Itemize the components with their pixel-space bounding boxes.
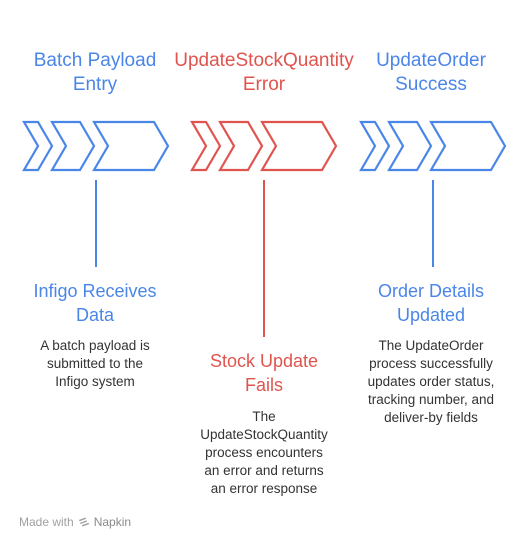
footer-attribution: Made with Napkin	[19, 515, 131, 529]
stage-3-title: UpdateOrder Success	[336, 49, 526, 97]
stage-1-heading-line2: Data	[75, 305, 115, 325]
stage-3-desc-line: updates order status,	[367, 374, 495, 389]
stage-2-desc-line: an error and returns	[204, 463, 324, 478]
stage-2-desc-line: UpdateStockQuantity	[200, 427, 328, 442]
stage-2-desc-line: process encounters	[205, 445, 323, 460]
stage-1-title-line2: Entry	[72, 74, 118, 95]
stage-2-chevron-arrows-icon	[190, 120, 338, 172]
stage-3-desc-line: deliver-by fields	[384, 410, 478, 425]
stage-2-desc-line: The	[252, 409, 276, 424]
stage-3-heading-line1: Order Details	[377, 281, 485, 301]
stage-1-desc-line: submitted to the	[46, 356, 144, 371]
stage-3-description: The UpdateOrder process successfully upd…	[336, 337, 526, 427]
stage-3-desc-line: The UpdateOrder	[378, 338, 484, 353]
stage-1-title-line1: Batch Payload	[33, 50, 157, 71]
stage-2-heading-line2: Fails	[244, 375, 283, 395]
footer-made-with: Made with	[19, 515, 74, 529]
stage-1-connector	[95, 180, 97, 267]
stage-2-connector	[263, 180, 265, 337]
stage-2-heading: Stock Update Fails	[164, 349, 364, 397]
stage-2-title: UpdateStockQuantity Error	[164, 49, 364, 97]
stage-3-connector	[432, 180, 434, 267]
napkin-logo-icon	[78, 517, 89, 527]
stage-2-description: The UpdateStockQuantity process encounte…	[164, 408, 364, 498]
stage-1-desc-line: Infigo system	[55, 374, 135, 389]
stage-2-title-line2: Error	[242, 74, 286, 95]
stage-3-chevron-arrows-icon	[359, 120, 507, 172]
stage-3-title-line2: Success	[395, 74, 467, 95]
stage-3-heading-line2: Updated	[396, 305, 466, 325]
stage-3-desc-line: tracking number, and	[367, 392, 495, 407]
stage-1-description: A batch payload is submitted to the Infi…	[0, 337, 190, 391]
stage-3-heading: Order Details Updated	[336, 279, 526, 327]
stage-1-desc-line: A batch payload is	[40, 338, 150, 353]
stage-2-title-line1: UpdateStockQuantity	[174, 50, 354, 71]
stage-3-desc-line: process successfully	[369, 356, 493, 371]
stage-2-desc-line: an error response	[210, 481, 318, 496]
stage-1-title: Batch Payload Entry	[0, 49, 190, 97]
stage-1-heading: Infigo Receives Data	[0, 279, 190, 327]
stage-2-heading-line1: Stock Update	[209, 351, 319, 371]
stage-3-title-line1: UpdateOrder	[376, 50, 486, 71]
stage-1-heading-line1: Infigo Receives	[33, 281, 157, 301]
stage-1-chevron-arrows-icon	[22, 120, 170, 172]
footer-brand: Napkin	[93, 515, 132, 529]
